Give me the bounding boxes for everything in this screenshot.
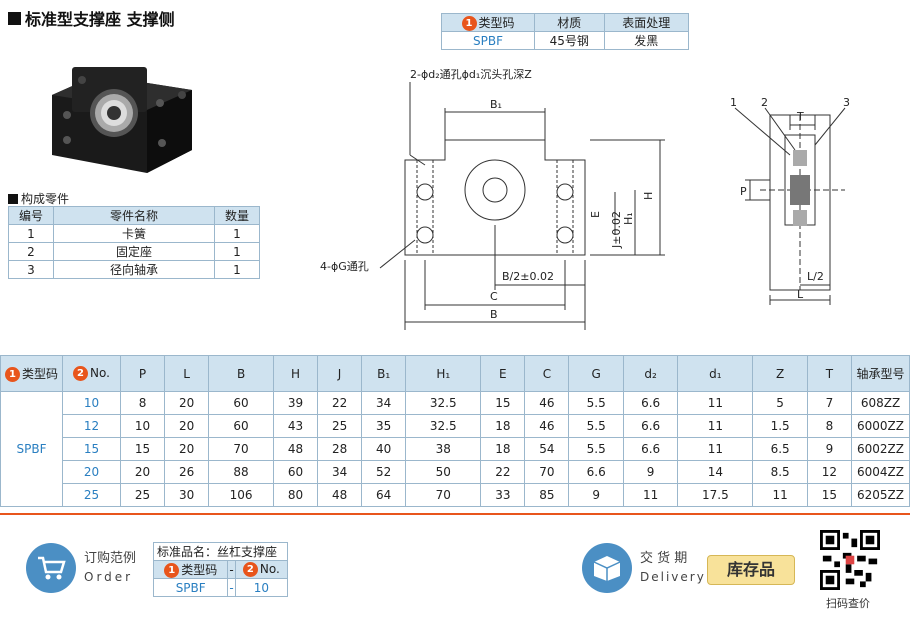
- material-header-material: 材质: [534, 13, 605, 32]
- dim-t: T: [796, 110, 804, 123]
- order-table-title: 标准品名：丝杠支撑座: [153, 542, 288, 561]
- material-header-surface: 表面处理: [603, 13, 690, 32]
- dim-e: E: [589, 211, 602, 218]
- parts-header-name: 零件名称: [53, 206, 215, 225]
- qr-code-icon[interactable]: [820, 530, 880, 590]
- badge-1-icon: 1: [164, 563, 180, 578]
- spec-type-cell: SPBF: [0, 391, 63, 507]
- shopping-cart-icon: [26, 543, 76, 593]
- table-row: 2 固定座 1: [8, 242, 260, 261]
- dim-l: L: [797, 288, 804, 301]
- in-stock-button[interactable]: 库存品: [707, 555, 795, 585]
- callout-3: 3: [843, 96, 850, 109]
- parts-table: 编号 零件名称 数量 1 卡簧 1 2 固定座 1 3 径向轴承 1: [8, 206, 260, 279]
- material-value: 45号钢: [534, 31, 605, 50]
- table-row: 1 卡簧 1: [8, 224, 260, 243]
- delivery-box-icon: [582, 543, 632, 593]
- parts-title: 构成零件: [8, 190, 69, 207]
- callout-1: 1: [730, 96, 737, 109]
- dim-c: C: [490, 290, 498, 303]
- material-type-value: SPBF: [440, 31, 536, 50]
- product-photo: [52, 67, 192, 173]
- order-label: 订购范例 Order: [84, 551, 137, 584]
- dim-h1: H₁: [622, 212, 635, 225]
- dim-l2: L/2: [807, 270, 824, 283]
- badge-2-icon: 2: [242, 562, 258, 577]
- delivery-label: 交 货 期 Delivery: [640, 551, 706, 584]
- dim-h: H: [642, 192, 655, 200]
- callout-2: 2: [761, 96, 768, 109]
- qr-label: 扫码查价: [826, 597, 870, 610]
- parts-header-no: 编号: [8, 206, 54, 225]
- dim-p: P: [740, 185, 747, 198]
- parts-square-icon: [8, 193, 18, 204]
- order-no-value: 10: [234, 578, 289, 597]
- dim-b1: B₁: [490, 98, 502, 111]
- badge-1-icon: 1: [4, 367, 20, 382]
- page-title-text: 标准型支撑座 支撑侧: [25, 10, 175, 29]
- badge-1-icon: 1: [461, 16, 477, 31]
- surface-value: 发黑: [603, 31, 690, 50]
- drawing-hole-label-bottom: 4-ϕG通孔: [320, 260, 369, 273]
- drawing-hole-label-top: 2-ϕd₂通孔ϕd₁沉头孔深Z: [410, 68, 532, 81]
- order-type-value: SPBF: [152, 578, 229, 597]
- table-row: 3 径向轴承 1: [8, 260, 260, 279]
- technical-drawing: 2-ϕd₂通孔ϕd₁沉头孔深Z 4-ϕG通孔 B₁ H H₁ E J±0.02 …: [320, 68, 850, 330]
- parts-header-qty: 数量: [214, 206, 260, 225]
- badge-2-icon: 2: [73, 366, 89, 381]
- dim-j: J±0.02: [610, 211, 623, 249]
- dim-b: B: [490, 308, 498, 321]
- title-square-icon: [8, 11, 21, 25]
- dim-b2: B/2±0.02: [502, 270, 554, 283]
- page-title: 标准型支撑座 支撑侧: [8, 6, 175, 30]
